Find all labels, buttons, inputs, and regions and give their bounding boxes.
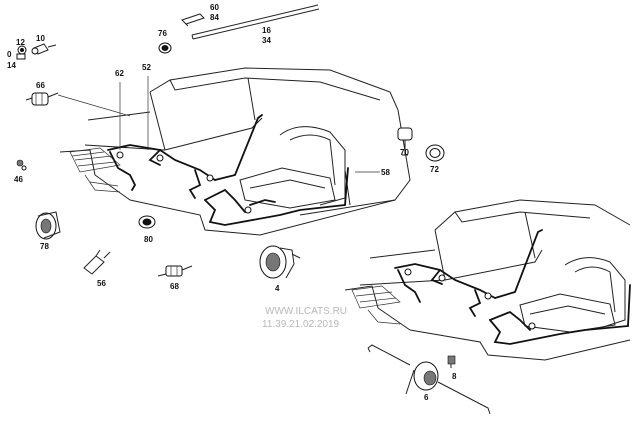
part-72-ring xyxy=(425,144,445,162)
part-6-motor xyxy=(367,344,491,415)
part-10-plug xyxy=(31,43,57,55)
leader-lines xyxy=(57,76,380,173)
part-46-nut xyxy=(16,159,27,171)
label-70: 70 xyxy=(400,148,409,157)
label-76: 76 xyxy=(158,29,167,38)
label-34: 34 xyxy=(262,36,271,45)
label-80: 80 xyxy=(144,235,153,244)
watermark-date: 11.39.21.02.2019 xyxy=(262,319,340,330)
label-78: 78 xyxy=(40,242,49,251)
label-6: 6 xyxy=(424,393,429,402)
label-60: 60 xyxy=(210,3,219,12)
label-52: 52 xyxy=(142,63,151,72)
label-8: 8 xyxy=(452,372,457,381)
label-84: 84 xyxy=(210,13,219,22)
label-16: 16 xyxy=(262,26,271,35)
label-56: 56 xyxy=(97,279,106,288)
label-0: 0 xyxy=(7,50,12,59)
car-body-lower xyxy=(344,199,631,361)
label-62: 62 xyxy=(115,69,124,78)
part-16-34-rod xyxy=(191,4,320,40)
label-58: 58 xyxy=(381,168,390,177)
part-4-horn xyxy=(259,245,301,279)
part-8-screw xyxy=(447,355,456,368)
part-68-connector xyxy=(157,265,193,277)
wiring-harness-lower xyxy=(394,229,631,345)
part-78-horn xyxy=(35,211,61,240)
label-46: 46 xyxy=(14,175,23,184)
part-70-switch xyxy=(397,127,413,156)
wiring-harness-upper xyxy=(107,114,349,226)
part-66-connector xyxy=(25,92,59,106)
part-76-grommet xyxy=(158,42,172,54)
label-66: 66 xyxy=(36,81,45,90)
watermark-site: WWW.ILCATS.RU xyxy=(265,306,347,317)
car-body-upper xyxy=(59,67,411,236)
label-68: 68 xyxy=(170,282,179,291)
part-60-84-rod xyxy=(181,13,205,27)
label-4: 4 xyxy=(275,284,280,293)
part-12-0-14-clips xyxy=(16,45,27,60)
label-14: 14 xyxy=(7,61,16,70)
label-10: 10 xyxy=(36,34,45,43)
label-72: 72 xyxy=(430,165,439,174)
part-80-grommet xyxy=(138,215,156,229)
part-56-clip xyxy=(83,249,111,275)
label-12: 12 xyxy=(16,38,25,47)
